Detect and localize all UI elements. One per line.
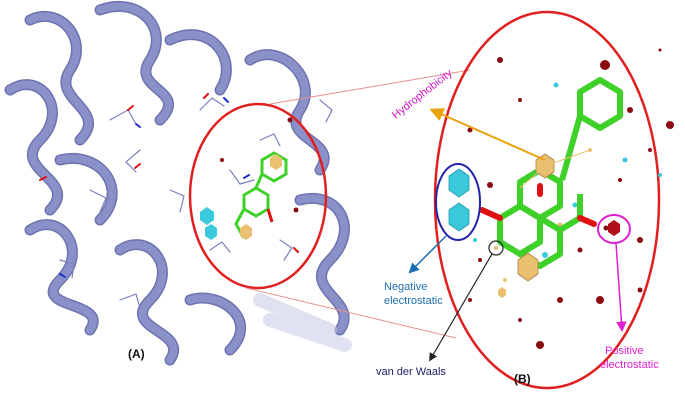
red-contour-cluster	[603, 220, 620, 236]
negative-electrostatic-circle	[435, 163, 481, 241]
hydrophobic-polyhedra	[498, 153, 555, 298]
positive-electrostatic-label-line2: electrostatic	[600, 359, 659, 371]
zoom-ellipse-small	[188, 102, 328, 290]
panel-label-b: (B)	[514, 372, 531, 386]
positive-electrostatic-label-line1: Positive	[605, 345, 644, 357]
zoom-line-top	[269, 69, 471, 105]
zoom-line-bottom	[245, 287, 457, 339]
positive-electrostatic-arrow	[615, 242, 627, 333]
protein-ribbon	[4, 0, 352, 366]
ligand-b-oxygens	[479, 183, 597, 227]
van-der-waals-label: van der Waals	[376, 366, 446, 378]
hydrophobicity-arrow	[429, 108, 546, 161]
vdw-arrow	[429, 253, 493, 362]
negative-electrostatic-label-line2: electrostatic	[384, 295, 443, 307]
positive-electrostatic-circle	[597, 214, 631, 244]
contour-dots	[467, 48, 674, 349]
cyan-polyhedra	[448, 168, 470, 232]
panel-label-a: (A)	[128, 347, 145, 361]
negative-electrostatic-arrow	[408, 235, 447, 274]
vdw-circle	[488, 240, 504, 256]
zoom-ellipse-large	[433, 10, 661, 390]
ligand-a	[200, 117, 299, 240]
negative-electrostatic-label-line1: Negative	[384, 281, 428, 293]
